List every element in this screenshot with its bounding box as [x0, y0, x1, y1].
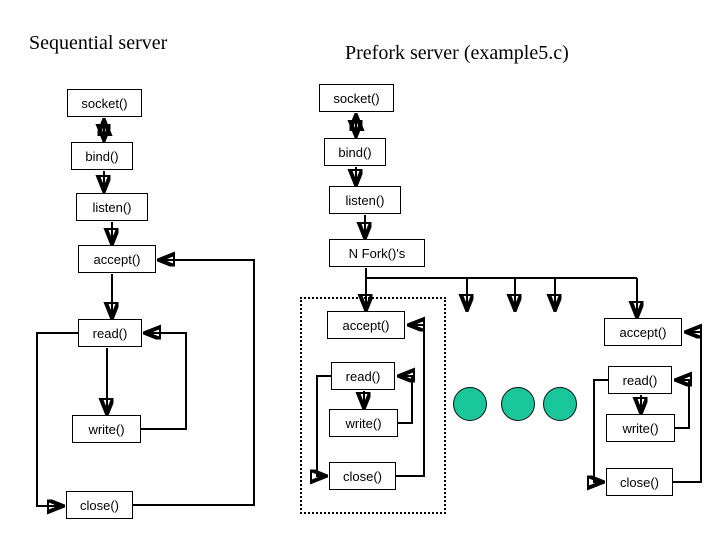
process-circle-2 — [501, 387, 535, 421]
node-childa-close[interactable]: close() — [329, 462, 396, 490]
node-seq-read[interactable]: read() — [78, 319, 142, 347]
node-childb-accept[interactable]: accept() — [604, 318, 682, 346]
node-childb-close[interactable]: close() — [606, 468, 673, 496]
node-seq-listen[interactable]: listen() — [76, 193, 148, 221]
process-circle-3 — [543, 387, 577, 421]
node-childa-read[interactable]: read() — [331, 362, 395, 390]
node-prefork-bind[interactable]: bind() — [324, 138, 386, 166]
page-title-prefork: Prefork server (example5.c) — [345, 42, 569, 64]
node-childb-read[interactable]: read() — [608, 366, 672, 394]
node-seq-write[interactable]: write() — [72, 415, 141, 443]
node-prefork-fork[interactable]: N Fork()'s — [329, 239, 425, 267]
node-childa-accept[interactable]: accept() — [327, 311, 405, 339]
node-seq-socket[interactable]: socket() — [67, 89, 142, 117]
node-childa-write[interactable]: write() — [329, 409, 398, 437]
node-seq-close[interactable]: close() — [66, 491, 133, 519]
node-prefork-socket[interactable]: socket() — [319, 84, 394, 112]
node-childb-write[interactable]: write() — [606, 414, 675, 442]
node-prefork-listen[interactable]: listen() — [329, 186, 401, 214]
child-process-group-box — [300, 297, 446, 514]
node-seq-accept[interactable]: accept() — [78, 245, 156, 273]
page-title-sequential: Sequential server — [29, 32, 168, 54]
node-seq-bind[interactable]: bind() — [71, 142, 133, 170]
process-circle-1 — [453, 387, 487, 421]
